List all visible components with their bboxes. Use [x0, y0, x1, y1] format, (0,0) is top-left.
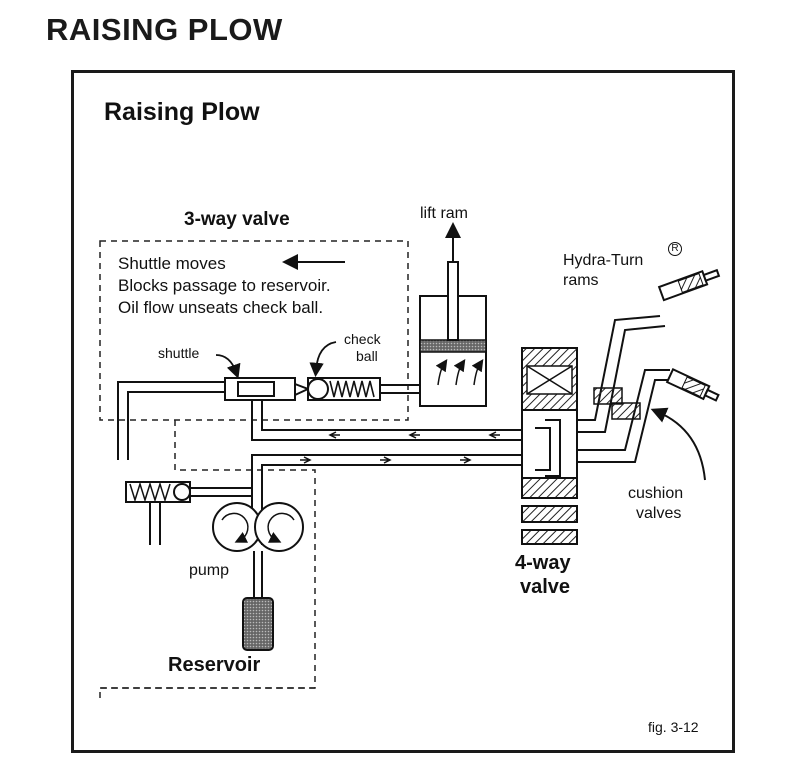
figure-number: fig. 3-12 — [648, 719, 699, 735]
three-way-valve-boundary — [99, 240, 409, 421]
registered-mark: R — [668, 242, 682, 256]
note-line-1: Shuttle moves — [118, 254, 226, 273]
reservoir-label: Reservoir — [168, 654, 261, 676]
check-spring — [329, 380, 375, 398]
rams-label: rams — [563, 272, 599, 289]
three-way-valve-label: 3-way valve — [184, 209, 290, 230]
four-way-label: 4-way — [515, 552, 571, 574]
shuttle-label: shuttle — [158, 345, 200, 361]
lift-ram-label: lift ram — [420, 205, 468, 222]
diagram-frame — [71, 70, 735, 753]
pump — [212, 502, 304, 552]
pipe-top-line — [117, 381, 225, 460]
page-title: RAISING PLOW — [46, 12, 283, 47]
reservoir-filter — [242, 597, 274, 651]
hydra-turn-label: Hydra-Turn — [563, 252, 644, 269]
reservoir-boundary — [99, 420, 316, 700]
diagram-title: Raising Plow — [104, 98, 260, 126]
cushion-label: cushion — [628, 485, 684, 502]
hydra-turn-ram-lower — [665, 368, 720, 402]
hydra-turn-ram-upper — [657, 268, 721, 302]
ball-label: ball — [356, 348, 378, 364]
pump-label: pump — [189, 562, 230, 579]
note-line-3: Oil flow unseats check ball. — [118, 298, 324, 317]
relief-valve — [125, 481, 191, 545]
check-label: check — [344, 331, 381, 347]
four-way-valve-label: valve — [520, 576, 571, 598]
check-ball — [307, 378, 329, 400]
note-line-2: Blocks passage to reservoir. — [118, 276, 331, 295]
cushion-valves — [593, 387, 641, 420]
valves-label: valves — [636, 505, 682, 522]
